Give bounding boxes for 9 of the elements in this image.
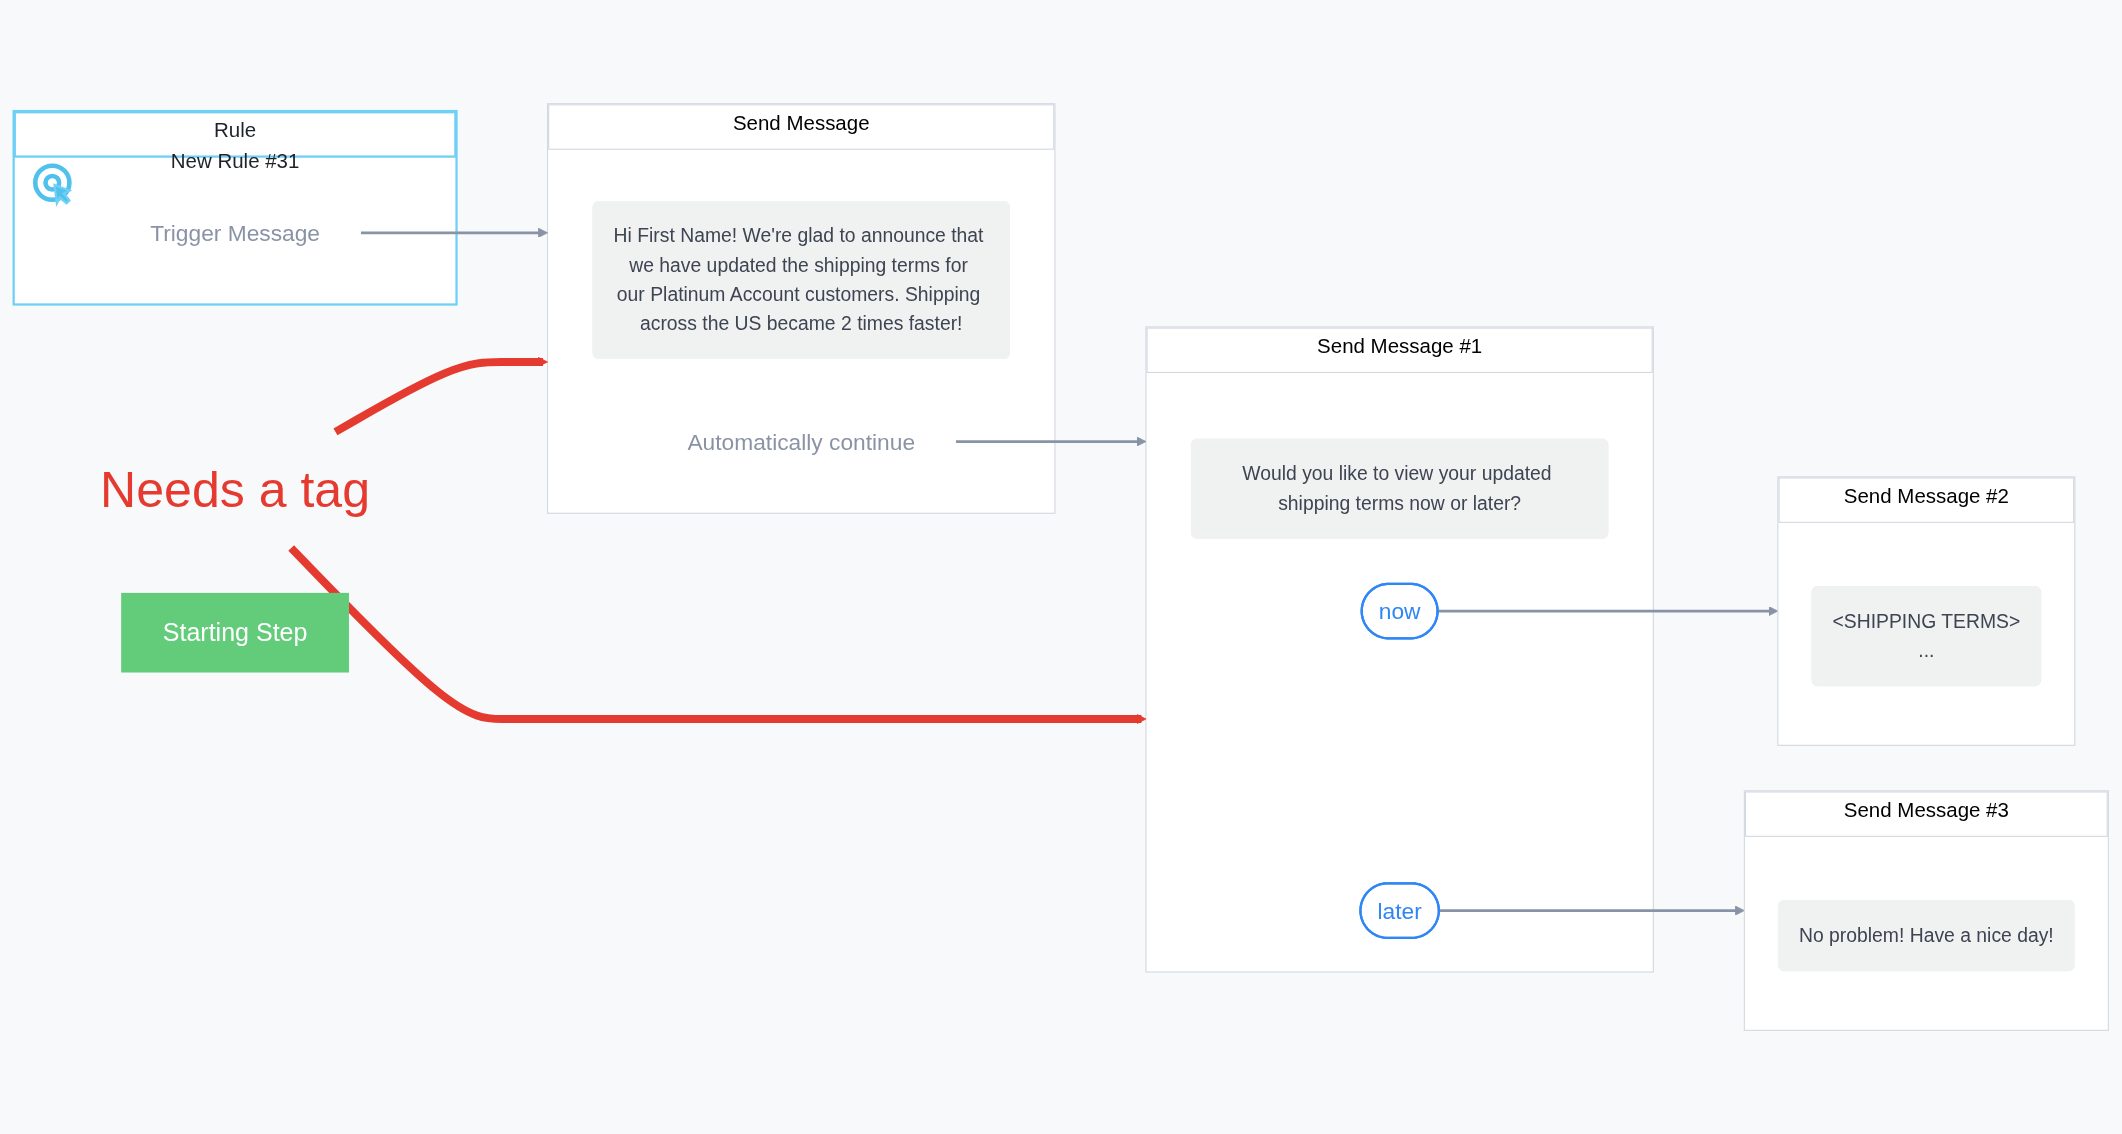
arrow [333, 356, 548, 436]
node-text: Needs a tag [100, 461, 371, 518]
node-text: Trigger Message [150, 220, 321, 246]
node-box: Starting Step [121, 592, 349, 673]
arrow [361, 227, 548, 238]
arrow [1438, 905, 1745, 916]
node-text: Automatically continue [687, 429, 916, 455]
arrow [956, 436, 1147, 447]
arrow [288, 545, 1147, 725]
